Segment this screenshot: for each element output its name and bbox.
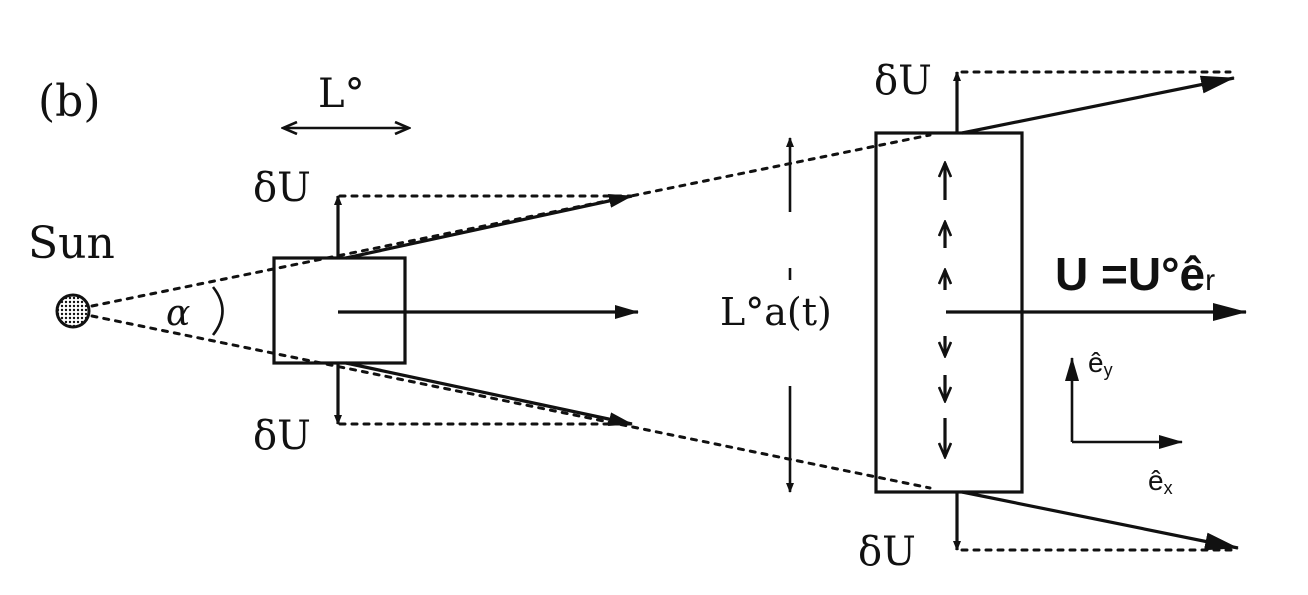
small-parcel-du-top-label: δU — [253, 165, 311, 211]
large-parcel-du-bottom-label: δU — [858, 529, 916, 575]
large-parcel-upper-velocity-arrow — [961, 75, 1235, 135]
sun-icon — [55, 293, 91, 329]
bulk-velocity-label: U =U°êr — [1055, 248, 1215, 300]
axis-x-label: êx — [1148, 465, 1173, 498]
axis-x-text: ê — [1148, 465, 1164, 496]
small-parcel-du-bottom-label: δU — [253, 413, 311, 459]
expanded-length-label: L°a(t) — [720, 290, 832, 334]
axis-y-label: êy — [1088, 347, 1113, 380]
large-parcel-lower-velocity-arrow — [961, 490, 1239, 551]
sun-label: Sun — [28, 218, 115, 269]
large-parcel-du-top-label: δU — [874, 58, 932, 104]
bulk-velocity-subscript: r — [1205, 264, 1215, 297]
panel-label: (b) — [38, 76, 101, 127]
small-parcel-upper-velocity-arrow — [345, 194, 633, 260]
bulk-velocity-text: U =U°ê — [1055, 248, 1205, 300]
angle-arc — [211, 286, 224, 336]
angle-label: α — [166, 293, 190, 334]
axis-y-subscript: y — [1104, 360, 1113, 380]
axis-y-text: ê — [1088, 347, 1104, 378]
cone-lower-line — [90, 314, 932, 490]
axis-x-subscript: x — [1164, 478, 1173, 498]
initial-length-label: L° — [318, 71, 365, 117]
small-parcel-lower-velocity-arrow — [345, 361, 633, 427]
cone-upper-line — [90, 133, 932, 308]
